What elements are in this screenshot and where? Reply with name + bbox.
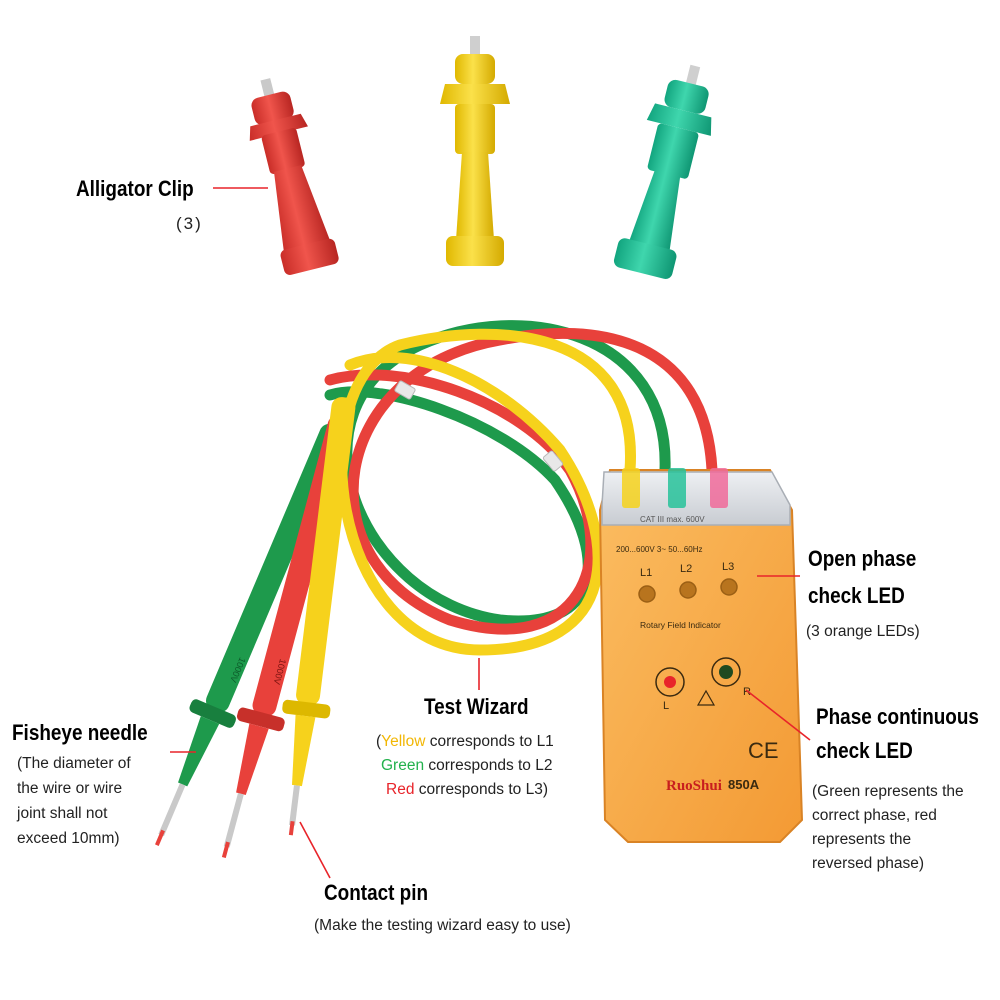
test-wizard-line-green: Green corresponds to L2	[381, 754, 552, 778]
warning-icon	[696, 689, 716, 706]
led-label-l2: L2	[680, 563, 692, 575]
fisheye-note-line1: (The diameter of	[17, 755, 131, 772]
device-rating-line1: CAT III max. 600V	[640, 515, 705, 524]
fisheye-note-line3: joint shall not	[17, 805, 108, 822]
fisheye-note-line2: the wire or wire	[17, 780, 123, 797]
alligator-clip-yellow	[440, 36, 510, 266]
red-word: Red	[386, 781, 415, 798]
led-label-l1: L1	[640, 567, 652, 579]
dir-label-right: R	[743, 686, 751, 698]
test-wizard-title: Test Wizard	[424, 694, 529, 719]
contact-pin-note: (Make the testing wizard easy to use)	[314, 917, 571, 934]
alligator-clip-teal	[613, 64, 712, 279]
phase-continuous-note-line4: reversed phase)	[812, 855, 925, 872]
alligator-clip-title: Alligator Clip	[76, 176, 194, 201]
test-lead-wires	[324, 320, 718, 656]
phase-continuous-title-line2: check LED	[816, 738, 913, 763]
open-phase-title-line1: Open phase	[808, 546, 917, 571]
alligator-clip-red	[249, 78, 339, 275]
contact-pin-title: Contact pin	[324, 880, 429, 905]
green-word: Green	[381, 757, 425, 774]
yellow-rest: corresponds to L1	[425, 733, 554, 750]
ce-mark: CE	[748, 738, 779, 763]
test-wizard-line-red: Red corresponds to L3)	[386, 778, 548, 802]
device-panel-text: Rotary Field Indicator	[640, 620, 721, 630]
phase-continuous-note-line2: correct phase, red	[812, 807, 937, 824]
callout-line-contact-pin	[299, 821, 331, 879]
red-rest: corresponds to L3)	[414, 781, 548, 798]
rotation-right-icon	[711, 657, 741, 687]
fisheye-note-line4: exceed 10mm)	[17, 830, 120, 847]
dir-label-left: L	[663, 700, 669, 712]
led-label-l3: L3	[722, 561, 734, 573]
yellow-word: Yellow	[381, 733, 426, 750]
open-phase-title-line2: check LED	[808, 583, 905, 608]
model-number: 850A	[728, 777, 760, 792]
phase-continuous-title-line1: Phase continuous	[816, 704, 979, 729]
led-l1	[638, 585, 656, 603]
phase-continuous-note-line3: represents the	[812, 831, 912, 848]
alligator-clip-count: (3)	[176, 214, 203, 233]
led-l3	[720, 578, 738, 596]
phase-rotation-tester: CAT III max. 600V 200...600V 3~ 50...60H…	[598, 468, 804, 843]
rotation-left-icon	[655, 667, 685, 697]
led-correct	[719, 665, 733, 679]
brand-logo: RuoShui	[666, 778, 722, 794]
probe-yellow	[282, 397, 356, 836]
green-rest: corresponds to L2	[424, 757, 553, 774]
fisheye-needle-title: Fisheye needle	[12, 720, 148, 745]
open-phase-note: (3 orange LEDs)	[806, 623, 920, 640]
callout-line-phase-continuous	[745, 689, 811, 741]
led-l2	[679, 581, 697, 599]
led-reverse	[664, 676, 676, 688]
phase-continuous-note-line1: (Green represents the	[812, 783, 964, 800]
callout-lines	[170, 187, 811, 879]
paren-open: (	[376, 733, 382, 750]
device-rating-line2: 200...600V 3~ 50...60Hz	[616, 545, 703, 554]
test-wizard-line-yellow: (Yellow corresponds to L1	[376, 730, 554, 754]
